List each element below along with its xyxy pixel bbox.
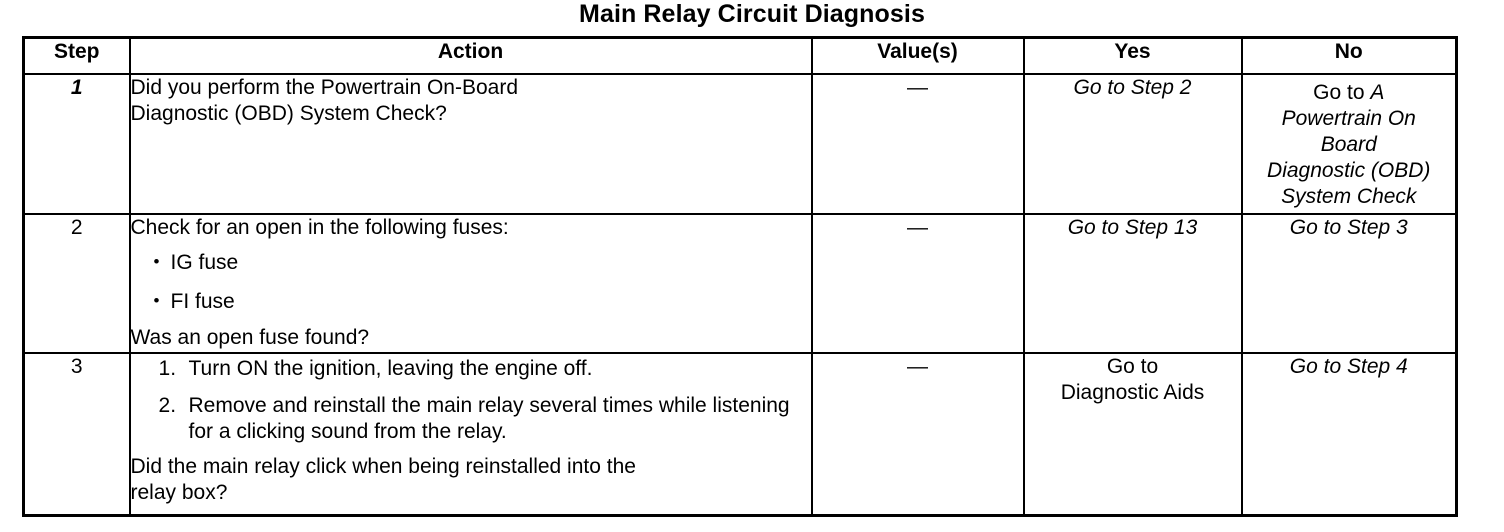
column-header-yes: Yes (1022, 36, 1243, 75)
no-target-line: Diagnostic (OBD) (1267, 159, 1431, 182)
list-item: IG fuse (154, 249, 811, 276)
yes-link[interactable]: Go to Step 13 (1067, 216, 1198, 239)
no-cell: Go to Step 3 (1240, 213, 1458, 354)
column-header-no: No (1240, 36, 1458, 75)
action-bullet-list: IG fuse FI fuse (131, 249, 811, 315)
action-lead-text: Check for an open in the following fuses… (130, 216, 509, 239)
yes-cell: Go to Step 2 (1022, 73, 1243, 215)
action-cell: Did you perform the Powertrain On-Board … (128, 73, 813, 215)
no-link[interactable]: Go to A Powertrain On Board Diagnostic (… (1243, 80, 1456, 210)
yes-target-line: Diagnostic Aids (1060, 381, 1205, 404)
yes-link[interactable]: Go to Step 2 (1073, 76, 1192, 99)
column-header-action: Action (128, 36, 813, 75)
no-link[interactable]: Go to Step 4 (1289, 355, 1408, 378)
no-link[interactable]: Go to Step 3 (1289, 216, 1408, 239)
value-cell: — (810, 213, 1025, 354)
no-target-line: A (1370, 81, 1385, 104)
no-cell: Go to A Powertrain On Board Diagnostic (… (1240, 73, 1458, 215)
list-item: Remove and reinstall the main relay seve… (159, 393, 790, 443)
no-target-line: Board (1320, 133, 1377, 156)
column-header-step: Step (22, 36, 131, 75)
diagnostic-table: Step Action Value(s) Yes No 1 Did you pe… (22, 36, 1458, 517)
step-number: 2 (22, 213, 131, 354)
action-question-text: Did the main relay click when being rein… (130, 455, 636, 478)
list-item: FI fuse (154, 288, 811, 315)
no-prefix: Go to (1313, 81, 1371, 104)
action-cell: Check for an open in the following fuses… (128, 213, 813, 354)
action-cell: Turn ON the ignition, leaving the engine… (128, 352, 813, 516)
no-target-line: Powertrain On (1281, 107, 1416, 130)
column-header-values: Value(s) (810, 36, 1025, 75)
action-text-line: Did you perform the Powertrain On-Board (130, 76, 519, 99)
value-cell: — (810, 352, 1025, 516)
step-number: 1 (22, 73, 131, 215)
table-header-row: Step Action Value(s) Yes No (22, 36, 1458, 75)
no-target-line: System Check (1281, 185, 1417, 208)
table-row: 1 Did you perform the Powertrain On-Boar… (22, 73, 1458, 215)
table-row: 3 Turn ON the ignition, leaving the engi… (22, 352, 1458, 516)
yes-link[interactable]: Go to Diagnostic Aids (1025, 354, 1241, 406)
action-question-text: relay box? (130, 481, 228, 504)
page-title: Main Relay Circuit Diagnosis (579, 0, 925, 28)
action-numbered-list: Turn ON the ignition, leaving the engine… (131, 356, 811, 445)
value-cell: — (810, 73, 1025, 215)
action-text-line: Diagnostic (OBD) System Check? (130, 102, 447, 125)
yes-cell: Go to Step 13 (1022, 213, 1243, 354)
table-row: 2 Check for an open in the following fus… (22, 213, 1458, 354)
list-item: Turn ON the ignition, leaving the engine… (159, 356, 593, 382)
no-cell: Go to Step 4 (1240, 352, 1458, 516)
yes-cell: Go to Diagnostic Aids (1022, 352, 1243, 516)
step-number: 3 (22, 352, 131, 516)
yes-target-line: Go to (1106, 355, 1159, 378)
action-question-text: Was an open fuse found? (130, 326, 370, 349)
